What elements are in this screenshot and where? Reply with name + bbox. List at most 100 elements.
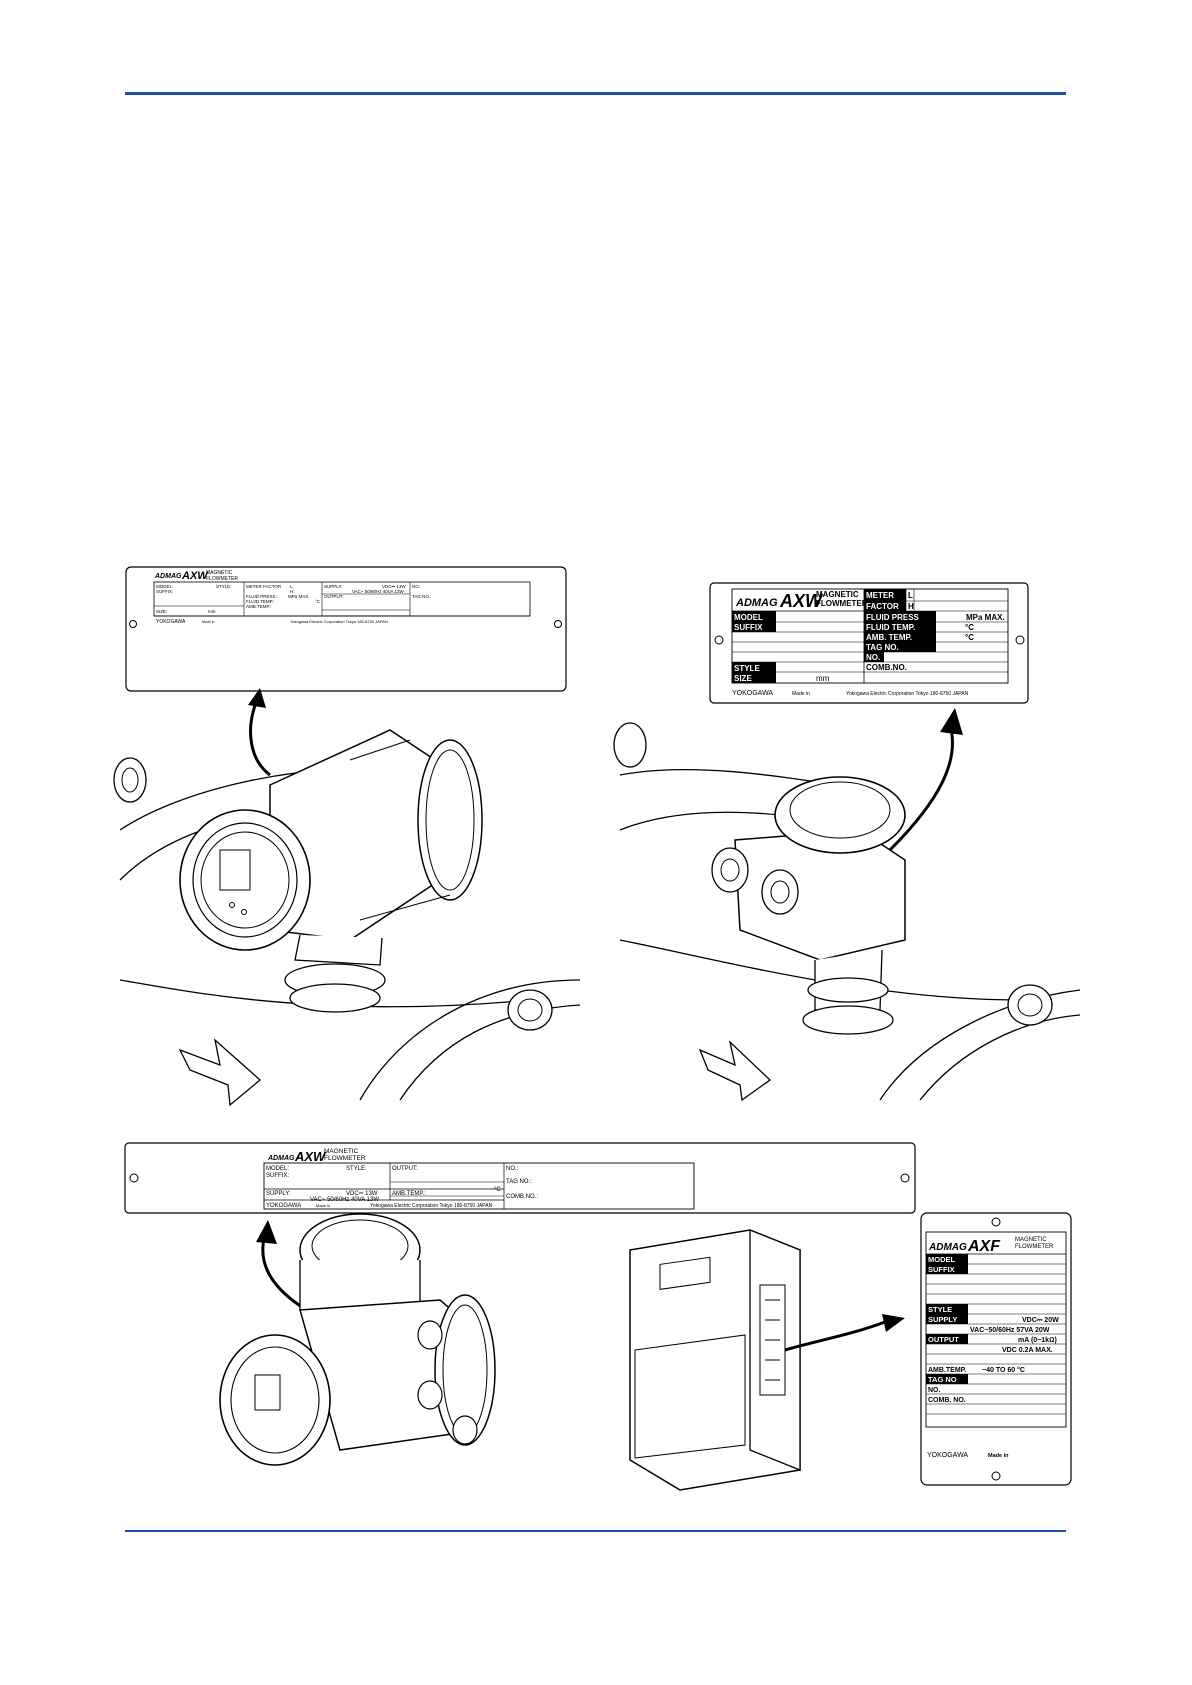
svg-text:TAG NO: TAG NO [928,1375,957,1384]
svg-text:°C: °C [965,633,974,642]
svg-text:NO.: NO. [866,653,880,662]
nameplate-axw-remote: ADMAG AXW MAGNETIC FLOWMETER METER FACTO… [709,582,1029,704]
svg-text:OUTPUT:: OUTPUT: [324,594,343,599]
svg-text:°C: °C [494,1187,501,1193]
nameplate-axw-integral: ADMAG AXW MAGNETIC FLOWMETER MODEL: SUFF… [125,566,567,692]
svg-text:AMB. TEMP.: AMB. TEMP. [866,633,912,642]
svg-text:MAGNETIC: MAGNETIC [206,570,233,576]
svg-text:MODEL: MODEL [928,1255,956,1264]
svg-text:FLOWMETER: FLOWMETER [206,576,238,582]
svg-text:L: L [908,591,913,600]
svg-text:NO.:: NO.: [412,584,421,589]
svg-text:SIZE: SIZE [734,674,752,683]
svg-text:ADMAG: ADMAG [928,1242,967,1253]
svg-text:VDC⎓ 13W: VDC⎓ 13W [382,584,406,589]
svg-text:TAG NO.: TAG NO. [866,643,899,652]
svg-text:SUFFIX:: SUFFIX: [266,1173,289,1179]
svg-text:STYLE: STYLE [928,1305,952,1314]
svg-text:METER FACTOR: METER FACTOR [246,584,282,589]
svg-text:−40 TO 60 °C: −40 TO 60 °C [982,1366,1025,1374]
figure-axf-converter: ADMAG AXF MAGNETIC FLOWMETER MODEL SUFFI… [629,1212,1072,1491]
svg-text:SUFFIX: SUFFIX [734,623,763,632]
svg-text:COMB. NO.: COMB. NO. [928,1397,966,1404]
svg-text:VDC⎓ 20W: VDC⎓ 20W [1022,1317,1059,1324]
svg-text:L:: L: [290,584,294,589]
flow-direction-icon [178,1038,261,1107]
svg-text:MPa MAX.: MPa MAX. [288,594,310,599]
svg-text:MODEL: MODEL [734,613,763,622]
svg-text:FLOWMETER: FLOWMETER [816,599,868,608]
svg-text:AMB.TEMP.:: AMB.TEMP.: [246,604,271,609]
svg-text:SUPPLY: SUPPLY [928,1315,957,1324]
header-rule [125,92,1066,95]
svg-text:YOKOGAWA: YOKOGAWA [732,690,773,697]
svg-text:FLUID TEMP.:: FLUID TEMP.: [246,599,275,604]
svg-text:STYLE:: STYLE: [346,1166,367,1172]
svg-text:Yokogawa Electric Corporation: Yokogawa Electric Corporation Tokyo 180-… [290,619,388,624]
svg-text:NO.:: NO.: [506,1166,519,1172]
svg-text:MAGNETIC: MAGNETIC [816,590,859,599]
svg-text:FLUID PRESS.:: FLUID PRESS.: [246,594,278,599]
svg-text:VAC~50/60Hz 57VA 20W: VAC~50/60Hz 57VA 20W [970,1327,1050,1334]
arrow-up-icon [888,724,954,852]
brand-admag: ADMAG [154,573,182,580]
svg-text:AXF: AXF [967,1238,1001,1255]
svg-text:ADMAG: ADMAG [735,597,778,609]
svg-text:mm: mm [816,674,830,683]
svg-text:NO.: NO. [928,1387,941,1394]
svg-text:METER: METER [866,591,894,600]
svg-text:MODEL:: MODEL: [266,1166,289,1172]
svg-text:Yokogawa Electric Corporation: Yokogawa Electric Corporation Tokyo 180-… [370,1203,493,1209]
svg-text:°C: °C [965,623,974,632]
svg-text:SUPPLY:: SUPPLY: [324,584,342,589]
svg-text:FACTOR: FACTOR [866,602,899,611]
svg-text:H:: H: [290,589,295,594]
nameplate-axf: ADMAG AXF MAGNETIC FLOWMETER MODEL SUFFI… [920,1212,1072,1486]
svg-text:Made in: Made in [316,1203,330,1208]
svg-text:YOKOGAWA: YOKOGAWA [927,1452,968,1459]
svg-text:COMB.NO.:: COMB.NO.: [506,1194,538,1200]
svg-text:°C: °C [315,599,321,604]
svg-text:AXW: AXW [779,591,824,611]
svg-text:COMB.NO.: COMB.NO. [866,663,907,672]
svg-text:TAG NO.:: TAG NO.: [506,1179,532,1185]
svg-text:MPa MAX.: MPa MAX. [966,613,1005,622]
svg-text:mA (0~1kΩ): mA (0~1kΩ) [1018,1337,1057,1344]
svg-text:TAG NO.:: TAG NO.: [412,594,431,599]
nameplate-axw-wide: ADMAG AXW MAGNETIC FLOWMETER MODEL: SUFF… [124,1142,916,1214]
svg-text:YOKOGAWA: YOKOGAWA [156,619,186,625]
flow-direction-icon [698,1040,772,1102]
arrow-right-icon [784,1320,886,1352]
svg-text:OUTPUT: OUTPUT [928,1335,959,1344]
svg-text:Made in: Made in [792,691,810,697]
svg-text:VAC~ 50/60Hz 40VA 13W: VAC~ 50/60Hz 40VA 13W [352,589,404,594]
svg-text:VDC 0.2A MAX.: VDC 0.2A MAX. [1002,1347,1053,1354]
svg-text:AXW: AXW [294,1149,327,1164]
figure-axw-remote: ADMAG AXW MAGNETIC FLOWMETER METER FACTO… [613,582,1081,1102]
svg-text:SUPPLY:: SUPPLY: [266,1191,291,1197]
svg-text:Made in: Made in [202,620,215,624]
svg-text:YOKOGAWA: YOKOGAWA [266,1203,301,1209]
svg-text:MAGNETIC: MAGNETIC [1015,1237,1047,1243]
svg-text:SUFFIX: SUFFIX [928,1265,955,1274]
svg-text:mm: mm [208,609,216,614]
svg-text:FLUID TEMP.: FLUID TEMP. [866,623,915,632]
svg-text:MODEL:: MODEL: [156,584,173,589]
arrow-up-icon [249,699,271,777]
svg-text:H: H [908,602,914,611]
footer-rule [125,1530,1066,1532]
svg-text:AMB.TEMP.: AMB.TEMP. [928,1367,966,1374]
svg-text:SIZE:: SIZE: [156,609,167,614]
svg-text:FLOWMETER: FLOWMETER [324,1155,366,1162]
svg-text:AMB.TEMP.:: AMB.TEMP.: [392,1191,426,1197]
svg-text:STYLE: STYLE [734,664,760,673]
brand-axw: AXW [181,570,209,582]
svg-text:VDC⎓ 13W: VDC⎓ 13W [346,1191,378,1197]
svg-text:FLOWMETER: FLOWMETER [1015,1244,1054,1250]
figure-axw-wide: ADMAG AXW MAGNETIC FLOWMETER MODEL: SUFF… [124,1142,916,1466]
svg-text:MAGNETIC: MAGNETIC [324,1148,359,1155]
svg-text:VAC~ 50/60Hz 40VA 13W: VAC~ 50/60Hz 40VA 13W [310,1197,379,1203]
svg-text:Made in: Made in [988,1453,1009,1459]
svg-text:ADMAG: ADMAG [267,1155,295,1162]
svg-text:OUTPUT:: OUTPUT: [392,1166,418,1172]
